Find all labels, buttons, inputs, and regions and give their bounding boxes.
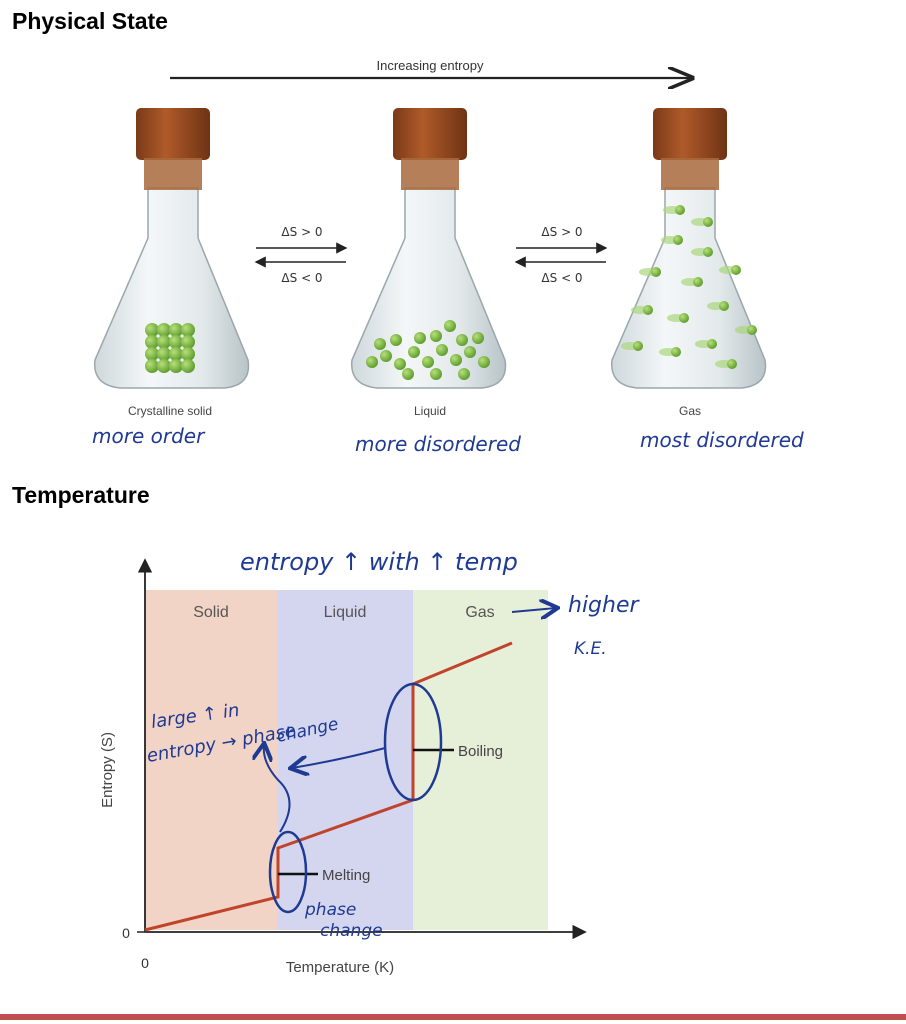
melting-label: Melting [322,867,370,884]
solid-lattice [145,323,195,373]
note-liquid: more disordered [355,432,521,456]
region-solid-label: Solid [193,604,229,621]
flask-gas [610,108,767,389]
temperature-heading: Temperature [12,482,150,508]
transition-liquid-gas: ΔS > 0 ΔS < 0 [514,225,608,285]
boiling-label: Boiling [458,743,503,760]
transition-2-reverse: ΔS < 0 [541,271,582,285]
x-zero-label: 0 [141,955,149,971]
entropy-arrow-label: Increasing entropy [377,58,484,73]
melting-circle [268,830,308,914]
melting-note-arrow [264,745,291,833]
boiling-note-arrow [292,747,386,768]
note-ke: K.E. [574,639,607,659]
note-phase-melting: phase [304,900,356,920]
note-entropy-temp: entropy ↑ with ↑ temp [240,548,518,576]
transition-1-reverse: ΔS < 0 [281,271,322,285]
entropy-curve [144,641,513,932]
note-gas: most disordered [640,428,804,452]
transition-solid-liquid: ΔS > 0 ΔS < 0 [254,225,348,285]
region-gas [413,590,548,930]
flask-liquid-label: Liquid [414,404,446,418]
x-axis-label: Temperature (K) [286,959,394,976]
gas-note-arrow [511,608,556,612]
flask-solid-label: Crystalline solid [128,404,212,418]
flask-liquid [350,108,507,389]
bottom-accent-bar [0,1014,906,1020]
transition-2-forward: ΔS > 0 [541,225,582,239]
region-liquid-label: Liquid [324,604,367,621]
transition-1-forward: ΔS > 0 [281,225,322,239]
boiling-circle [383,682,443,802]
physical-state-heading: Physical State [12,8,168,34]
note-solid: more order [92,424,206,448]
liquid-molecules [366,320,490,380]
region-gas-label: Gas [465,604,494,621]
gas-molecules [621,205,757,369]
note-higher: higher [568,593,640,618]
flask-gas-label: Gas [679,404,701,418]
note-change-melting: change [320,921,383,941]
y-zero-label: 0 [122,925,130,941]
flask-solid [93,108,250,389]
y-axis-label: Entropy (S) [99,732,116,808]
